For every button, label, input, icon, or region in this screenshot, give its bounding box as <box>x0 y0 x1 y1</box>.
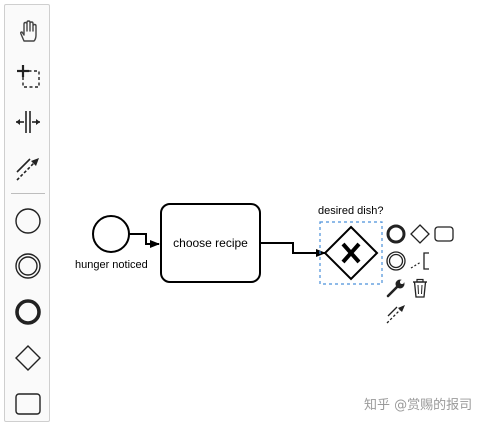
annotation-icon <box>410 252 429 270</box>
space-tool[interactable] <box>11 105 45 139</box>
append-text-annotation[interactable] <box>409 250 431 272</box>
task-icon <box>15 393 41 415</box>
create-task[interactable] <box>11 387 45 421</box>
connect[interactable] <box>385 303 407 325</box>
global-connect-tool[interactable] <box>11 152 45 186</box>
lasso-tool[interactable] <box>11 59 45 93</box>
connect-arrow-icon <box>386 305 405 324</box>
exclusive-gateway[interactable] <box>323 225 379 281</box>
create-intermediate-event[interactable] <box>11 249 45 283</box>
task-icon <box>434 226 454 242</box>
hand-icon <box>19 20 37 42</box>
gateway-selection-outline <box>319 221 383 285</box>
start-event-label: hunger noticed <box>75 259 148 271</box>
task-label: choose recipe <box>173 236 248 250</box>
sequence-flow-task-to-gateway[interactable] <box>261 242 326 257</box>
intermediate-event-icon <box>15 253 41 279</box>
append-end-event[interactable] <box>385 223 407 245</box>
start-event[interactable] <box>92 215 130 253</box>
gateway-icon <box>15 345 41 371</box>
task-choose-recipe[interactable]: choose recipe <box>160 203 261 283</box>
append-task[interactable] <box>433 223 455 245</box>
append-intermediate-event[interactable] <box>385 250 407 272</box>
change-type[interactable] <box>385 277 407 299</box>
create-gateway[interactable] <box>11 341 45 375</box>
end-event-icon <box>15 299 41 325</box>
end-event-icon <box>386 224 406 244</box>
connect-arrow-icon <box>16 158 39 181</box>
create-end-event[interactable] <box>11 295 45 329</box>
append-gateway[interactable] <box>409 223 431 245</box>
hand-tool[interactable] <box>11 15 45 49</box>
intermediate-event-icon <box>386 251 406 271</box>
watermark: 知乎 @赏赐的报司 <box>364 398 473 413</box>
trash-icon <box>413 278 427 298</box>
gateway-icon <box>410 224 430 244</box>
wrench-icon <box>386 279 405 298</box>
delete[interactable] <box>409 277 431 299</box>
create-start-event[interactable] <box>11 204 45 238</box>
space-icon <box>16 111 40 133</box>
sequence-flow-start-to-task[interactable] <box>129 233 160 248</box>
gateway-label: desired dish? <box>318 205 384 217</box>
tool-palette <box>4 4 50 422</box>
palette-separator <box>11 193 45 194</box>
lasso-icon <box>17 65 40 88</box>
start-event-icon <box>15 208 41 234</box>
